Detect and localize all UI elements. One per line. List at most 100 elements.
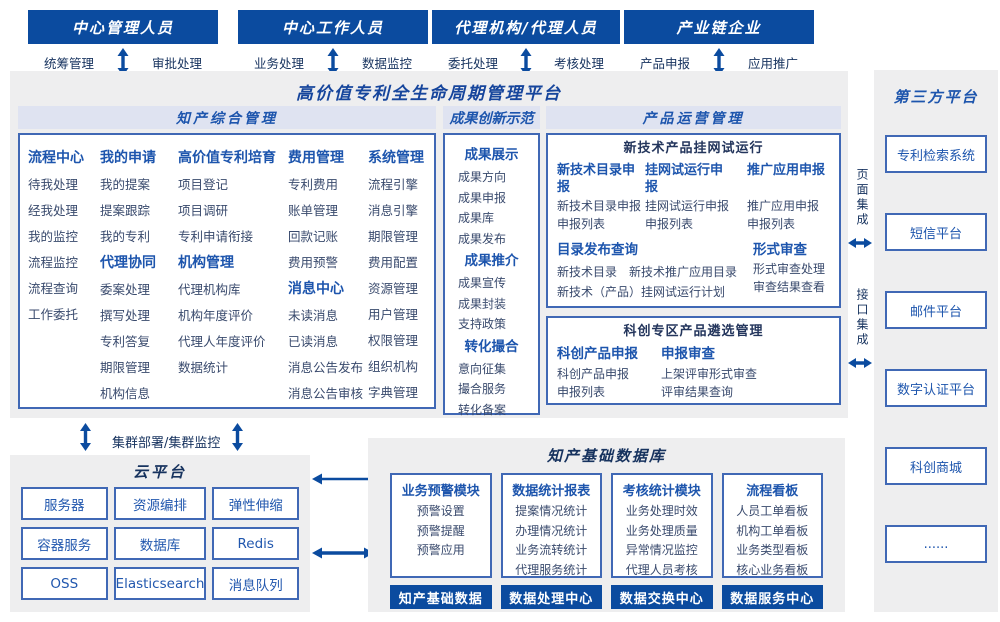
menu-item: 费用配置	[368, 255, 419, 270]
left-arrow-icon	[312, 473, 374, 485]
trial-run-box: 新技术产品挂网试运行 新技术目录申报 新技术目录申报申报列表 挂网试运行申报 挂…	[546, 133, 841, 308]
module-item: 人员工单看板	[736, 504, 809, 518]
third-party-panel: 第三方平台 专利检索系统短信平台邮件平台数字认证平台科创商城......	[874, 70, 998, 612]
group-header: 科创产品申报	[557, 346, 638, 362]
actor-right-label: 审批处理	[151, 56, 202, 71]
menu-item: 挂网试运行申报	[645, 199, 730, 213]
column-fee-management: 费用管理 专利费用账单管理回款记账费用预警 消息中心 未读消息已读消息消息公告发…	[288, 145, 363, 407]
actor-left-label: 业务处理	[254, 56, 305, 71]
column-header: 我的申请	[100, 150, 156, 166]
actor-left-label: 产品申报	[640, 56, 691, 71]
menu-item: 申报列表	[557, 385, 606, 399]
cloud-service-box: 容器服务	[21, 527, 108, 560]
interface-integration-label: 接口集成	[855, 288, 869, 348]
module-statistics-report: 数据统计报表 提案情况统计办理情况统计业务流转统计代理服务统计	[500, 473, 602, 578]
group-header: 挂网试运行申报	[645, 163, 724, 195]
vertical-double-arrow-icon	[520, 48, 533, 76]
module-process-kanban: 流程看板 人员工单看板机构工单看板业务类型看板核心业务看板	[721, 473, 823, 578]
menu-item: 我的专利	[100, 229, 151, 244]
module-item: 预警设置	[416, 504, 465, 518]
module-item: 办理情况统计	[515, 523, 588, 538]
actor-title: 中心管理人员	[28, 10, 218, 44]
menu-item: 撮合服务	[458, 382, 507, 396]
vertical-double-arrow-icon	[713, 48, 726, 76]
menu-item: 机构年度评价	[178, 308, 254, 323]
subbox-title: 新技术产品挂网试运行	[623, 141, 764, 156]
module-header: 考核统计模块	[622, 484, 701, 499]
actor-right-label: 考核处理	[553, 56, 604, 71]
menu-item: 提案跟踪	[100, 203, 151, 218]
cloud-service-box: 服务器	[21, 487, 108, 520]
menu-item: 意向征集	[458, 361, 507, 376]
module-item: 代理人员考核	[625, 562, 698, 577]
group-header: 目录发布查询	[557, 242, 638, 258]
menu-item: 推广应用申报	[747, 199, 820, 213]
menu-item: 委案处理	[100, 282, 151, 297]
module-item: 提案情况统计	[515, 504, 588, 518]
horizontal-double-arrow-icon	[312, 547, 374, 559]
menu-item: 期限管理	[100, 360, 151, 375]
actor-group-industry-chain: 产业链企业 产品申报 应用推广	[624, 10, 814, 76]
menu-item: 项目登记	[178, 177, 229, 192]
subbox-title: 科创专区产品遴选管理	[623, 324, 764, 339]
group-header: 成果展示	[464, 147, 519, 163]
cloud-title: 云平台	[132, 463, 187, 481]
vertical-double-arrow-icon	[231, 423, 244, 451]
section-title: 产品运营管理	[546, 106, 841, 129]
group-header: 形式审查	[753, 242, 807, 258]
third-party-box: 邮件平台	[885, 291, 987, 329]
data-center-box: 数据交换中心	[611, 585, 713, 609]
vertical-double-arrow-icon	[79, 423, 92, 451]
module-item: 机构工单看板	[736, 523, 809, 538]
actor-title: 中心工作人员	[238, 10, 428, 44]
menu-item: 我的提案	[100, 177, 151, 192]
menu-item: 用户管理	[368, 307, 419, 322]
menu-item: 消息公告发布	[288, 360, 364, 375]
menu-item: 撰写处理	[100, 308, 151, 323]
module-assessment-statistics: 考核统计模块 业务处理时效业务处理质量异常情况监控代理人员考核	[611, 473, 713, 578]
horizontal-double-arrow-icon	[848, 357, 872, 369]
section-comprehensive: 知产综合管理 流程中心 待我处理经我处理我的监控流程监控流程查询工作委托 我的申…	[18, 106, 436, 409]
menu-item: 未读消息	[288, 308, 339, 323]
module-item: 业务类型看板	[736, 543, 809, 557]
column-my-application: 我的申请 我的提案提案跟踪我的专利 代理协同 委案处理撰写处理专利答复期限管理机…	[100, 145, 156, 407]
menu-item: 专利费用	[288, 177, 339, 192]
column-hv-patent-cultivation: 高价值专利培育 项目登记项目调研专利申请衔接 机构管理 代理机构库机构年度评价代…	[178, 145, 276, 381]
module-item: 业务流转统计	[515, 543, 588, 557]
menu-item: 账单管理	[288, 203, 339, 218]
trial-col-online-declare: 挂网试运行申报 挂网试运行申报申报列表	[645, 162, 747, 233]
menu-item: 新技术目录	[557, 265, 618, 279]
menu-item: 数据统计	[178, 360, 229, 375]
cloud-service-box: Redis	[212, 527, 299, 560]
module-item: 预警提醒	[416, 523, 465, 538]
trial-col-promotion-declare: 推广应用申报 推广应用申报申报列表	[747, 162, 830, 233]
third-party-box: ......	[885, 525, 987, 563]
selection-col-review: 申报审查 上架评审形式审查评审结果查询	[661, 343, 830, 401]
vertical-double-arrow-icon	[327, 48, 340, 76]
menu-item: 工作委托	[28, 307, 79, 322]
actor-right-label: 数据监控	[361, 56, 412, 71]
menu-item: 申报列表	[747, 216, 796, 231]
module-business-warning: 业务预警模块 预警设置预警提醒预警应用	[390, 473, 492, 578]
menu-item: 权限管理	[368, 333, 419, 348]
database-panel: 知产基础数据库 业务预警模块 预警设置预警提醒预警应用 数据统计报表 提案情况统…	[368, 438, 845, 612]
cloud-service-box: 数据库	[113, 527, 207, 560]
actor-right-label: 应用推广	[747, 56, 798, 71]
menu-item: 经我处理	[28, 203, 79, 218]
third-party-box: 科创商城	[885, 447, 987, 485]
menu-item: 回款记账	[288, 229, 339, 244]
section-box: 流程中心 待我处理经我处理我的监控流程监控流程查询工作委托 我的申请 我的提案提…	[18, 133, 436, 409]
third-party-box: 短信平台	[885, 213, 987, 251]
actor-title: 代理机构/代理人员	[432, 10, 620, 44]
vertical-double-arrow-icon	[117, 48, 130, 76]
menu-item: 专利答复	[100, 334, 151, 349]
third-party-title: 第三方平台	[893, 88, 979, 106]
menu-item: 审查结果查看	[753, 279, 826, 294]
menu-item: 代理机构库	[178, 282, 241, 297]
menu-item: 支持政策	[458, 317, 507, 331]
cluster-label: 集群部署/集群监控	[112, 436, 221, 451]
cloud-service-box: 消息队列	[212, 567, 299, 600]
group-header: 成果推介	[464, 253, 519, 269]
data-center-box: 知产基础数据	[390, 585, 492, 609]
menu-item: 资源管理	[368, 281, 419, 296]
